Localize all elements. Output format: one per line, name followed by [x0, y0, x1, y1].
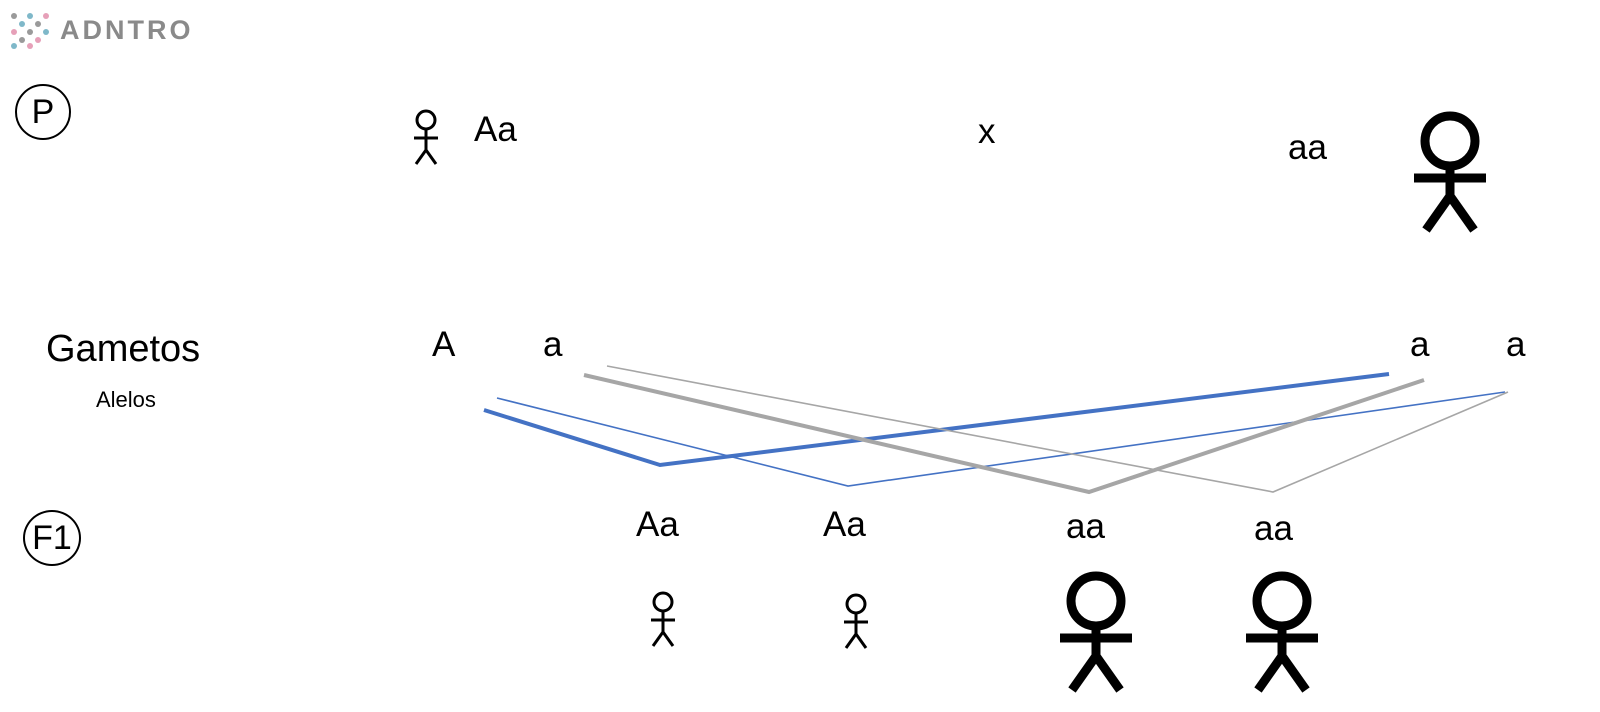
generation-f1-marker: F1	[23, 510, 81, 566]
cross-line-offspring-2	[496, 391, 1506, 487]
parent-left-genotype: Aa	[474, 110, 517, 149]
gamete-right-2: a	[1506, 325, 1526, 364]
offspring-4-genotype: aa	[1254, 509, 1293, 548]
logo: ADNTRO	[8, 8, 194, 52]
cross-line-offspring-4	[606, 365, 1509, 493]
cross-line-offspring-1	[483, 372, 1390, 468]
gametes-label: Gametos	[46, 328, 201, 370]
offspring-2-small-stick-figure-icon	[844, 593, 868, 649]
parent-right-genotype: aa	[1288, 128, 1327, 167]
gamete-left-1: A	[432, 325, 456, 364]
offspring-4-large-stick-figure-icon	[1246, 571, 1318, 693]
cross-symbol: x	[978, 112, 996, 151]
cross-line-offspring-3	[583, 373, 1425, 495]
gamete-left-2: a	[543, 325, 563, 364]
alleles-label: Alelos	[96, 387, 156, 412]
logo-dots-icon	[11, 13, 49, 49]
offspring-1-genotype: Aa	[636, 505, 679, 544]
small-stick-figure-icon	[414, 109, 438, 165]
gamete-right-1: a	[1410, 325, 1430, 364]
offspring-3-genotype: aa	[1066, 507, 1105, 546]
offspring-3-large-stick-figure-icon	[1060, 571, 1132, 693]
large-stick-figure-icon	[1414, 111, 1486, 233]
offspring-1-small-stick-figure-icon	[651, 591, 675, 647]
logo-text: ADNTRO	[60, 14, 194, 45]
offspring-2-genotype: Aa	[823, 505, 866, 544]
generation-p-marker: P	[15, 84, 71, 140]
